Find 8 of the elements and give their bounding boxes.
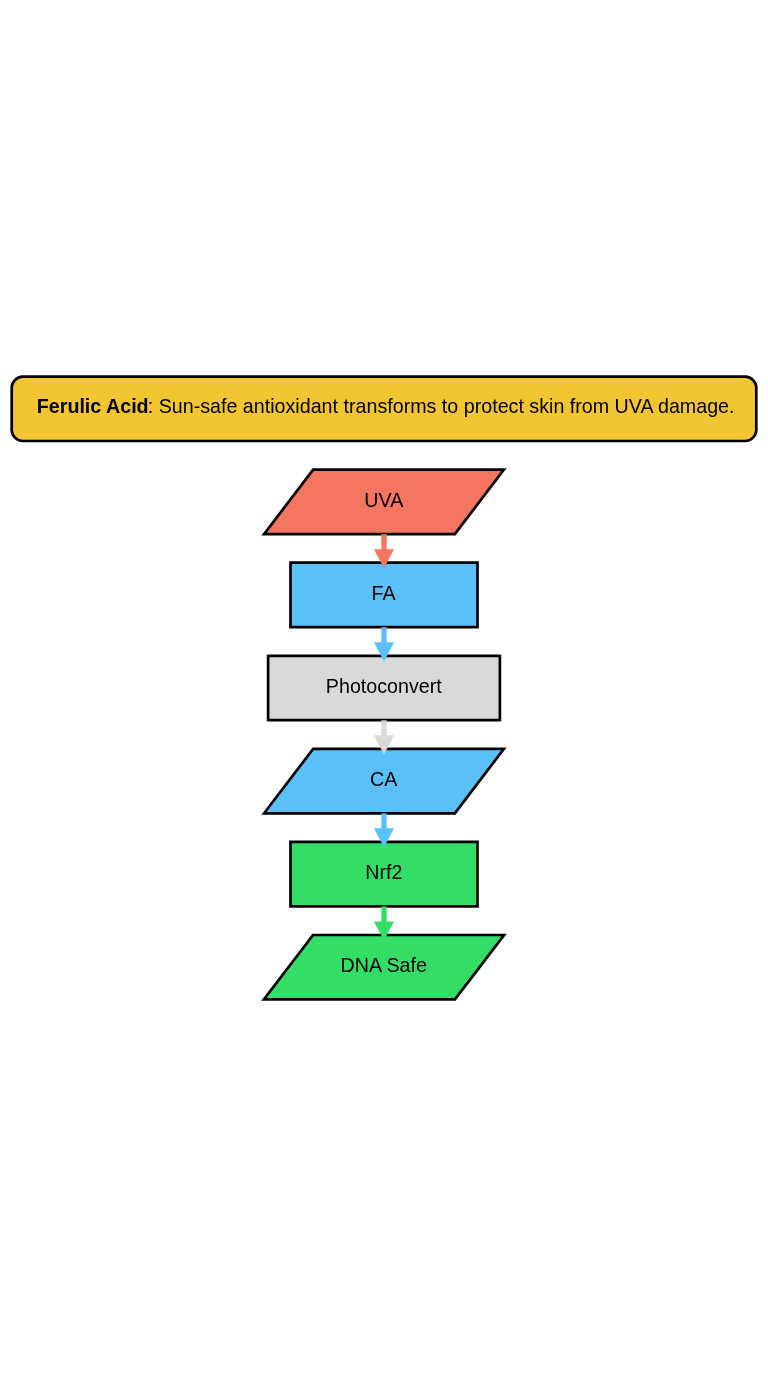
arrow: [373, 720, 395, 755]
arrow: [373, 534, 395, 569]
node-box: Ferulic Acid: Sun-safe antioxidant transforms to protect skin from UVA damage.: [10, 375, 758, 443]
arrow: [373, 813, 395, 848]
node-box: Photoconvert: [266, 654, 502, 722]
node-box: Nrf2: [289, 840, 479, 908]
node-box: FA: [289, 561, 479, 629]
arrow: [373, 627, 395, 662]
